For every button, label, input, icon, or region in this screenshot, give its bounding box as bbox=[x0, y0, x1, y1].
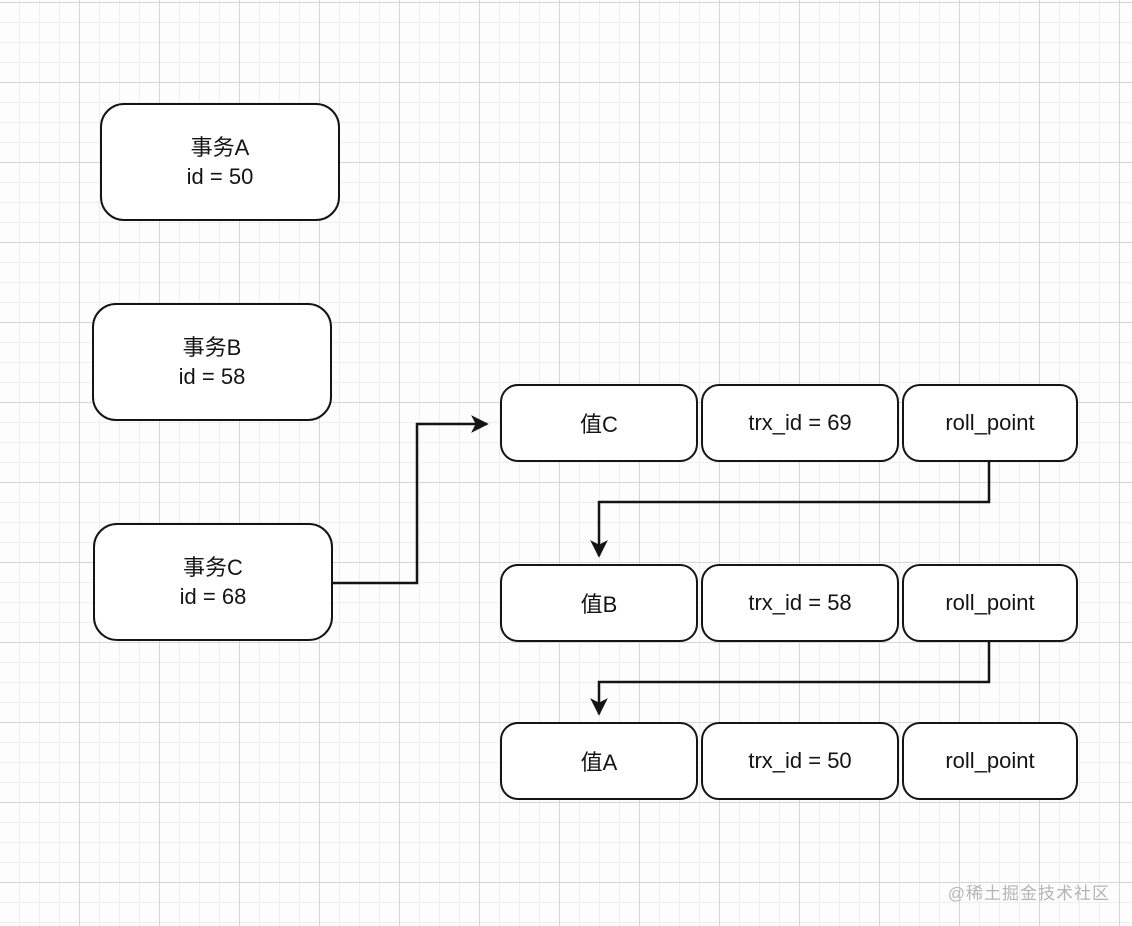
transaction-c-id: id = 68 bbox=[179, 584, 247, 609]
version1-rollpoint-label: roll_point bbox=[945, 410, 1035, 435]
version3-rollpoint-label: roll_point bbox=[945, 748, 1035, 773]
version3-rollpoint-cell: roll_point bbox=[902, 722, 1078, 800]
transaction-box-b: 事务B id = 58 bbox=[92, 303, 332, 421]
version3-value-label: 值A bbox=[580, 750, 618, 775]
version1-value-cell: 值C bbox=[500, 384, 698, 462]
version1-trxid-label: trx_id = 69 bbox=[748, 410, 852, 435]
transaction-box-a: 事务A id = 50 bbox=[100, 103, 340, 221]
version2-trxid-cell: trx_id = 58 bbox=[701, 564, 899, 642]
version2-rollpoint-label: roll_point bbox=[945, 590, 1035, 615]
arrow-rollpoint2-to-valueA bbox=[590, 642, 991, 716]
transaction-a-id: id = 50 bbox=[186, 164, 254, 189]
version2-value-cell: 值B bbox=[500, 564, 698, 642]
version1-rollpoint-cell: roll_point bbox=[902, 384, 1078, 462]
arrow-rollpoint1-to-valueB bbox=[590, 462, 991, 558]
version3-trxid-cell: trx_id = 50 bbox=[701, 722, 899, 800]
arrow-txC-to-valueC bbox=[333, 415, 489, 585]
version1-trxid-cell: trx_id = 69 bbox=[701, 384, 899, 462]
version2-rollpoint-cell: roll_point bbox=[902, 564, 1078, 642]
version2-trxid-label: trx_id = 58 bbox=[748, 590, 852, 615]
transaction-c-title: 事务C bbox=[183, 555, 243, 580]
transaction-b-title: 事务B bbox=[182, 335, 242, 360]
transaction-a-title: 事务A bbox=[190, 135, 250, 160]
transaction-b-id: id = 58 bbox=[178, 364, 246, 389]
transaction-box-c: 事务C id = 68 bbox=[93, 523, 333, 641]
version3-value-cell: 值A bbox=[500, 722, 698, 800]
version3-trxid-label: trx_id = 50 bbox=[748, 748, 852, 773]
watermark-text: @稀土掘金技术社区 bbox=[947, 884, 1110, 903]
version1-value-label: 值C bbox=[580, 412, 618, 437]
version2-value-label: 值B bbox=[580, 592, 618, 617]
